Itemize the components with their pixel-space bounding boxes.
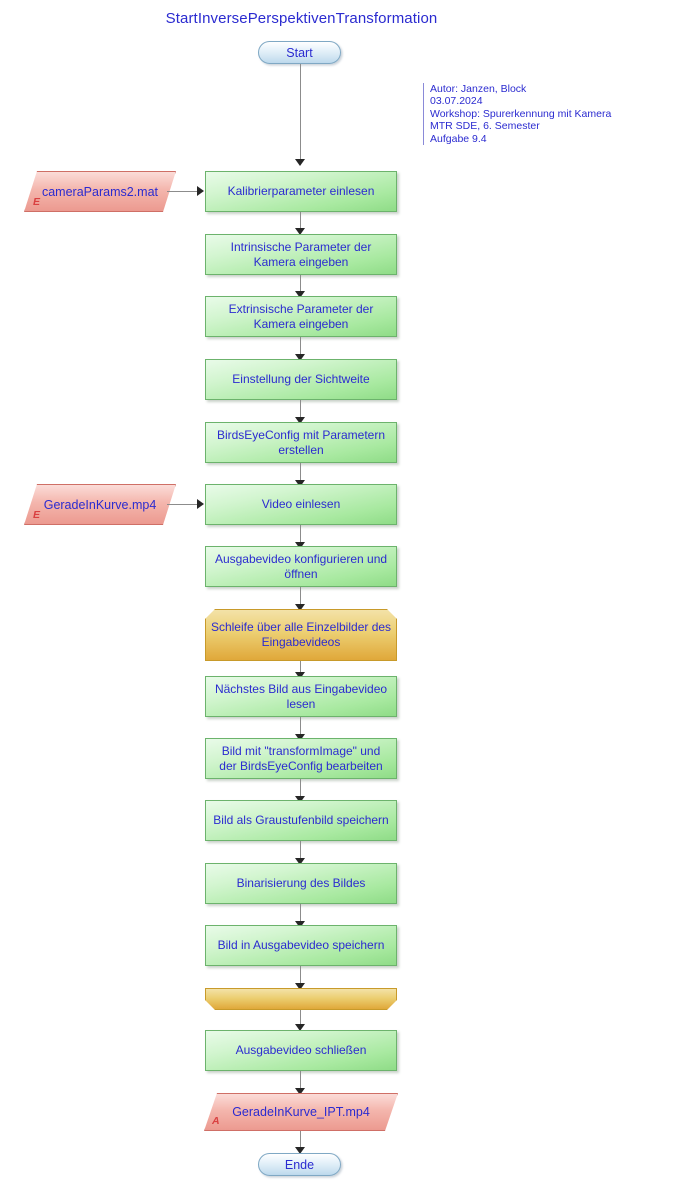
connector-p11-p12: [300, 904, 301, 922]
connector-p9-p10: [300, 779, 301, 797]
node-process-transformimage-label: Bild mit "transformImage" und der BirdsE…: [219, 743, 383, 773]
connector-p5-p6: [300, 463, 301, 481]
arrowhead-p2-p3: [295, 291, 305, 298]
node-process-intrinsische-label: Intrinsische Parameter der Kamera eingeb…: [230, 239, 372, 269]
page-title: StartInversePerspektivenTransformation: [165, 10, 438, 27]
connector-p12-loopend: [300, 966, 301, 984]
node-process-sichtweite-label: Einstellung der Sichtweite: [232, 372, 370, 386]
node-input-cameraparams-marker: E: [33, 196, 41, 208]
note-line-task: Aufgabe 9.4: [430, 132, 487, 145]
arrowhead-p5-p6: [295, 480, 305, 487]
node-process-video-einlesen[interactable]: Video einlesen: [205, 484, 397, 525]
node-output-geradeinkurve-ipt[interactable]: GeradeInKurve_IPT.mp4: [204, 1093, 398, 1131]
connector-loopstart-p8: [300, 661, 301, 673]
annotation-note: Autor: Janzen, Block 03.07.2024 Workshop…: [423, 83, 640, 146]
node-end-label: Ende: [284, 1157, 315, 1172]
arrowhead-out1-end: [295, 1147, 305, 1154]
connector-p13-out1: [300, 1071, 301, 1089]
node-process-ausgabevideo-schliessen[interactable]: Ausgabevideo schließen: [205, 1030, 397, 1071]
connector-p6-p7: [300, 525, 301, 543]
node-end[interactable]: Ende: [258, 1153, 341, 1176]
arrowhead-p7-loopstart: [295, 604, 305, 611]
connector-p1-p2: [300, 212, 301, 229]
node-process-ausgabevideo-schliessen-label: Ausgabevideo schließen: [235, 1043, 367, 1057]
node-process-extrinsische-label: Extrinsische Parameter der Kamera eingeb…: [228, 301, 374, 331]
node-loop-start[interactable]: Schleife über alle Einzelbilder des Eing…: [205, 609, 397, 661]
node-input-cameraparams-label: cameraParams2.mat: [41, 184, 158, 199]
connector-p2-p3: [300, 275, 301, 292]
arrowhead-p4-p5: [295, 417, 305, 424]
node-process-birdseyeconfig[interactable]: BirdsEyeConfig mit Parametern erstellen: [205, 422, 397, 463]
arrowhead-p10-p11: [295, 858, 305, 865]
node-process-naechstes-bild-label: Nächstes Bild aus Eingabevideo lesen: [214, 681, 388, 711]
arrowhead-p6-p7: [295, 542, 305, 549]
arrowhead-p12-loopend: [295, 983, 305, 990]
node-process-extrinsische[interactable]: Extrinsische Parameter der Kamera eingeb…: [205, 296, 397, 337]
note-line-workshop: Workshop: Spurerkennung mit Kamera: [430, 107, 612, 120]
node-process-binarisierung-label: Binarisierung des Bildes: [236, 876, 366, 890]
node-input-geradeinkurve[interactable]: GeradeInKurve.mp4: [24, 484, 176, 525]
connector-p8-p9: [300, 717, 301, 735]
connector-p3-p4: [300, 337, 301, 355]
node-process-birdseyeconfig-label: BirdsEyeConfig mit Parametern erstellen: [216, 427, 386, 457]
node-start[interactable]: Start: [258, 41, 341, 64]
node-process-transformimage[interactable]: Bild mit "transformImage" und der BirdsE…: [205, 738, 397, 779]
node-loop-start-label: Schleife über alle Einzelbilder des Eing…: [210, 620, 392, 649]
arrowhead-p9-p10: [295, 796, 305, 803]
node-input-geradeinkurve-marker: E: [33, 509, 41, 521]
arrowhead-in2-p6: [197, 499, 204, 509]
connector-in2-p6: [167, 504, 198, 505]
node-process-ausgabevideo-konfigurieren-label: Ausgabevideo konfigurieren und öffnen: [214, 551, 388, 581]
node-output-geradeinkurve-ipt-label: GeradeInKurve_IPT.mp4: [232, 1105, 370, 1119]
node-process-naechstes-bild[interactable]: Nächstes Bild aus Eingabevideo lesen: [205, 676, 397, 717]
note-line-author: Autor: Janzen, Block: [430, 83, 527, 95]
connector-out1-end: [300, 1131, 301, 1148]
node-process-video-einlesen-label: Video einlesen: [261, 497, 341, 511]
node-process-binarisierung[interactable]: Binarisierung des Bildes: [205, 863, 397, 904]
arrowhead-loopstart-p8: [295, 672, 305, 679]
connector-p10-p11: [300, 841, 301, 859]
note-line-course: MTR SDE, 6. Semester: [430, 120, 540, 133]
arrowhead-loopend-p13: [295, 1024, 305, 1031]
node-process-ausgabevideo-konfigurieren[interactable]: Ausgabevideo konfigurieren und öffnen: [205, 546, 397, 587]
note-line-date: 03.07.2024: [430, 95, 483, 108]
connector-start-p1: [300, 64, 301, 159]
arrowhead-start-p1: [295, 159, 305, 166]
node-loop-end[interactable]: [205, 988, 397, 1010]
arrowhead-in1-p1: [197, 186, 204, 196]
node-process-graustufenbild[interactable]: Bild als Graustufenbild speichern: [205, 800, 397, 841]
arrowhead-p8-p9: [295, 734, 305, 741]
node-process-sichtweite[interactable]: Einstellung der Sichtweite: [205, 359, 397, 400]
connector-in1-p1: [167, 191, 198, 192]
node-output-geradeinkurve-ipt-marker: A: [212, 1115, 220, 1127]
arrowhead-p11-p12: [295, 921, 305, 928]
node-input-geradeinkurve-label: GeradeInKurve.mp4: [43, 497, 157, 512]
node-process-intrinsische[interactable]: Intrinsische Parameter der Kamera eingeb…: [205, 234, 397, 275]
node-process-kalibrierparameter-label: Kalibrierparameter einlesen: [227, 184, 375, 198]
connector-p7-loopstart: [300, 587, 301, 605]
node-process-kalibrierparameter[interactable]: Kalibrierparameter einlesen: [205, 171, 397, 212]
connector-loopend-p13: [300, 1010, 301, 1025]
node-process-bild-speichern[interactable]: Bild in Ausgabevideo speichern: [205, 925, 397, 966]
node-input-cameraparams[interactable]: cameraParams2.mat: [24, 171, 176, 212]
arrowhead-p3-p4: [295, 354, 305, 361]
arrowhead-p13-out1: [295, 1088, 305, 1095]
connector-p4-p5: [300, 400, 301, 418]
arrowhead-p1-p2: [295, 228, 305, 235]
node-start-label: Start: [286, 45, 313, 60]
node-process-graustufenbild-label: Bild als Graustufenbild speichern: [213, 813, 389, 827]
node-process-bild-speichern-label: Bild in Ausgabevideo speichern: [217, 938, 385, 952]
